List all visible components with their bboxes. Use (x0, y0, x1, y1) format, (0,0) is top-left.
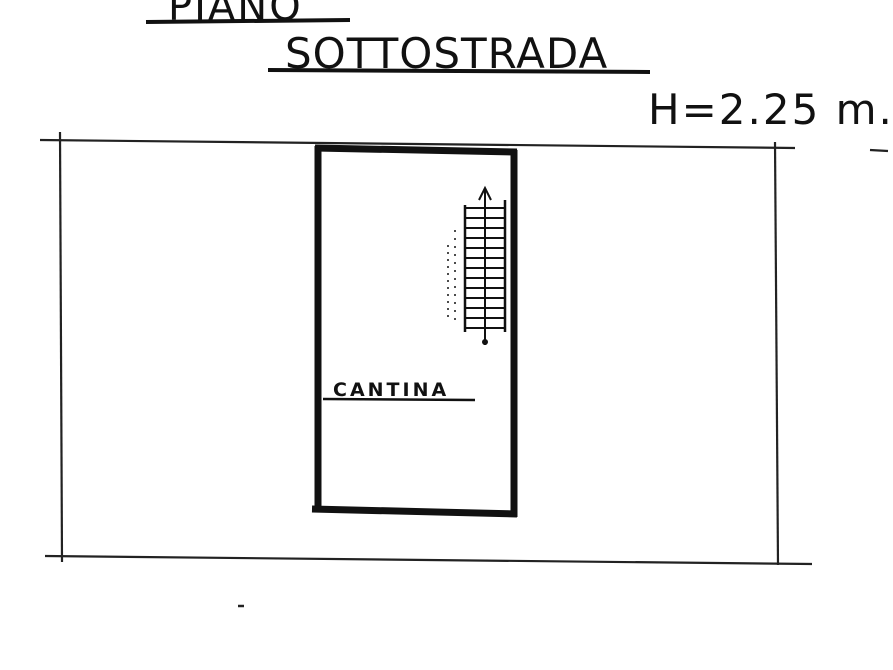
room-label-cantina: CANTINA (333, 379, 449, 401)
plan-title-line1: PIANO (168, 0, 303, 30)
title-line1-underline (145, 18, 351, 24)
lot-outline (39, 131, 889, 566)
staircase-icon (447, 185, 507, 345)
ceiling-height-label: H=2.25 m. (648, 85, 893, 134)
room-label-underline (322, 397, 476, 402)
cantina-room-walls (311, 144, 518, 518)
title-line2-underline (267, 68, 651, 74)
